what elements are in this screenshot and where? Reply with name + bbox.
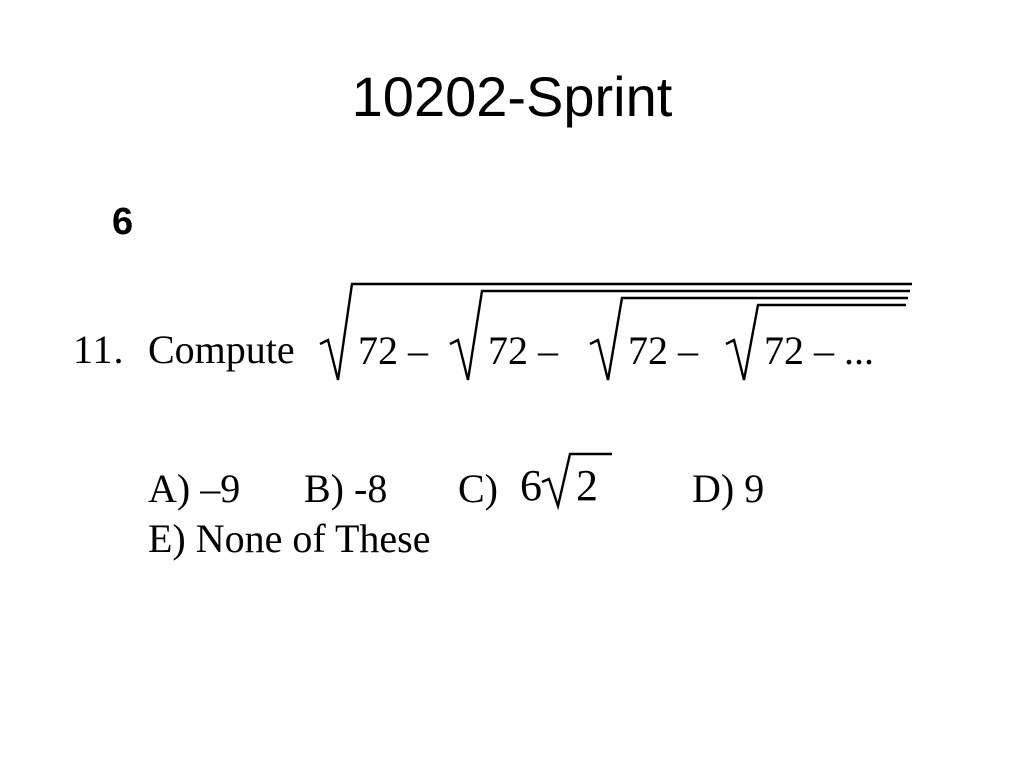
- question-number: 11.: [73, 327, 125, 372]
- answer-label: 6: [112, 201, 134, 243]
- choice-d: D) 9: [692, 466, 765, 511]
- radical-term-1: 72 –: [358, 328, 429, 373]
- radical-sign-1: [319, 282, 912, 381]
- choice-b: B) -8: [304, 466, 388, 511]
- question-prompt: Compute: [148, 327, 295, 372]
- radical-term-3: 72 –: [628, 328, 699, 373]
- choice-c-radical-sign: [541, 452, 612, 511]
- choice-c-label: C): [458, 466, 498, 511]
- radical-sign-4: [725, 303, 906, 381]
- choice-c-radicand: 2: [576, 461, 598, 510]
- slide-title: 10202-Sprint: [351, 65, 673, 128]
- choice-c-coefficient: 6: [520, 461, 542, 510]
- radical-sign-3: [589, 296, 908, 381]
- nested-radical-expression: 72 – 72 – 72 – 72 – ...: [319, 282, 912, 381]
- radical-term-2: 72 –: [488, 328, 559, 373]
- radical-sign-2: [449, 289, 910, 381]
- choice-a: A) –9: [148, 466, 241, 511]
- choice-e: E) None of These: [148, 516, 431, 561]
- choice-c-value: 6 2: [520, 452, 612, 511]
- radical-term-4: 72 – ...: [764, 328, 874, 373]
